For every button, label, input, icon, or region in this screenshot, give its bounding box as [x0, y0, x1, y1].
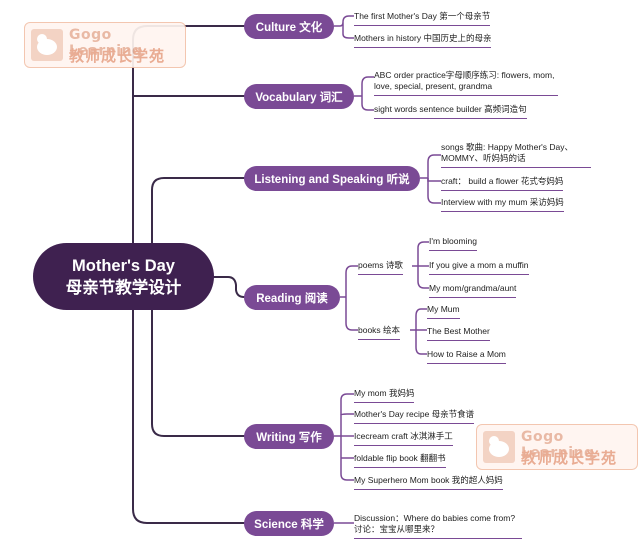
writing-item[interactable]: Mother's Day recipe 母亲节食谱 — [354, 409, 475, 424]
poem-item[interactable]: I'm blooming — [429, 236, 477, 251]
listening-item[interactable]: craft： build a flower 花式夸妈妈 — [441, 176, 564, 191]
book-item[interactable]: How to Raise a Mom — [427, 349, 506, 364]
writing-item[interactable]: foldable flip book 翻翻书 — [354, 453, 446, 468]
watermark-text-cn: 教师成长学苑 — [521, 450, 618, 467]
poem-item[interactable]: My mom/grandma/aunt — [429, 283, 517, 298]
reading-group-poems[interactable]: poems 诗歌 — [358, 260, 403, 275]
branch-listening-speaking[interactable]: Listening and Speaking 听说 — [244, 166, 420, 191]
listening-item[interactable]: Interview with my mum 采访妈妈 — [441, 197, 564, 212]
watermark-logo: Gogo Learning 教师成长学苑 — [476, 424, 638, 470]
bird-logo-icon — [483, 431, 515, 463]
watermark-text-cn: 教师成长学苑 — [69, 48, 166, 65]
watermark-text-en: Gogo Learning — [521, 429, 595, 461]
central-title: Mother's Day — [72, 256, 175, 275]
vocabulary-item[interactable]: sight words sentence builder 高频词造句 — [374, 104, 527, 119]
culture-item[interactable]: Mothers in history 中国历史上的母亲 — [354, 33, 492, 48]
watermark-logo: Gogo Learning 教师成长学苑 — [24, 22, 186, 68]
writing-item[interactable]: My Superhero Mom book 我的超人妈妈 — [354, 475, 503, 490]
watermark-text-en: Gogo Learning — [69, 27, 143, 59]
branch-writing[interactable]: Writing 写作 — [244, 424, 334, 449]
central-subtitle: 母亲节教学设计 — [65, 278, 182, 297]
bird-logo-icon — [31, 29, 63, 61]
branch-reading[interactable]: Reading 阅读 — [244, 285, 340, 310]
branch-vocabulary[interactable]: Vocabulary 词汇 — [244, 84, 354, 109]
writing-item[interactable]: Icecream craft 冰淇淋手工 — [354, 431, 453, 446]
listening-item[interactable]: songs 歌曲: Happy Mother's Day、MOMMY、听妈妈的话 — [441, 142, 591, 168]
book-item[interactable]: The Best Mother — [427, 326, 490, 341]
reading-group-books[interactable]: books 绘本 — [358, 325, 401, 340]
vocabulary-item[interactable]: ABC order practice字母顺序练习: flowers, mom, … — [374, 70, 558, 96]
branch-culture[interactable]: Culture 文化 — [244, 14, 334, 39]
writing-item[interactable]: My mom 我妈妈 — [354, 388, 415, 403]
culture-item[interactable]: The first Mother's Day 第一个母亲节 — [354, 11, 491, 26]
central-topic[interactable]: Mother's Day 母亲节教学设计 — [33, 243, 214, 310]
branch-science[interactable]: Science 科学 — [244, 511, 334, 536]
poem-item[interactable]: If you give a mom a muffin — [429, 260, 529, 275]
science-item[interactable]: Discussion：Where do babies come from? 讨论… — [354, 513, 522, 539]
book-item[interactable]: My Mum — [427, 304, 460, 319]
